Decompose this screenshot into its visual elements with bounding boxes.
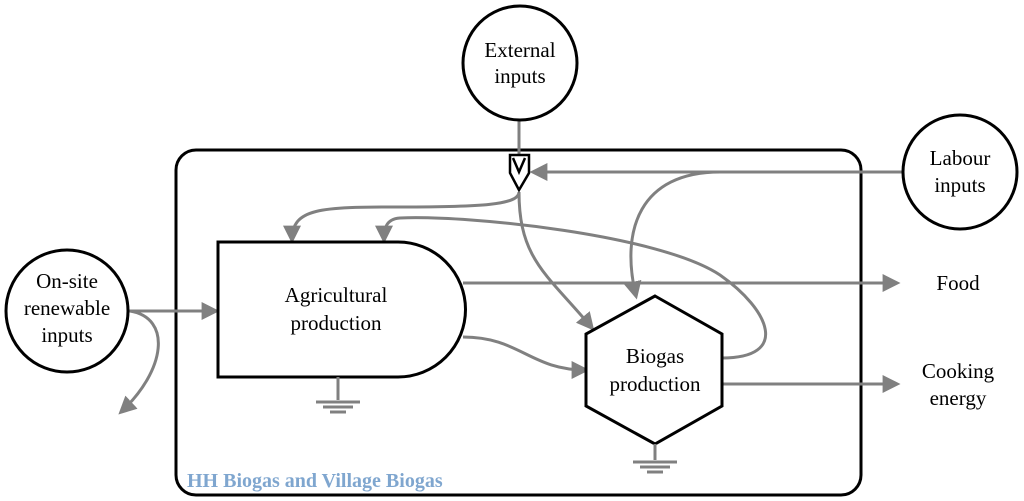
onsite-label-line2: renewable: [24, 296, 110, 320]
flow-interaction-to-biogas: [517, 191, 595, 331]
agricultural-label-line1: Agricultural: [285, 283, 388, 307]
labour-label-line1: Labour: [930, 146, 991, 170]
biogas-label-line2: production: [610, 372, 701, 396]
agricultural-production-node: Agricultural production: [216, 240, 467, 379]
onsite-label-line1: On-site: [36, 269, 98, 293]
external-inputs-source: External inputs: [461, 4, 579, 122]
output-food-label: Food: [936, 271, 980, 295]
output-cooking-label-line1: Cooking: [922, 359, 995, 383]
biogas-label-line1: Biogas: [626, 344, 684, 368]
interaction-symbol: [508, 153, 531, 193]
onsite-label-line3: inputs: [41, 323, 92, 347]
biogas-production-node: Biogas production: [584, 294, 724, 446]
output-cooking-label-line2: energy: [930, 386, 987, 410]
flow-onsite-unused: [118, 309, 160, 415]
external-label-line2: inputs: [494, 64, 545, 88]
flow-biogas-to-agricultural: [375, 216, 768, 360]
system-label: HH Biogas and Village Biogas: [187, 470, 443, 492]
flow-interaction-to-agricultural: [283, 191, 521, 244]
heat-sink-biogas: [633, 444, 677, 474]
onsite-renewable-inputs-source: On-site renewable inputs: [4, 248, 130, 374]
flow-labour-to-biogas: [623, 170, 721, 300]
flows: [118, 120, 903, 415]
labour-inputs-source: Labour inputs: [901, 113, 1019, 231]
flow-agricultural-to-biogas: [462, 335, 590, 379]
agricultural-label-line2: production: [291, 311, 382, 335]
heat-sink-agricultural: [316, 377, 360, 414]
labour-label-line2: inputs: [934, 173, 985, 197]
external-label-line1: External: [484, 38, 555, 62]
